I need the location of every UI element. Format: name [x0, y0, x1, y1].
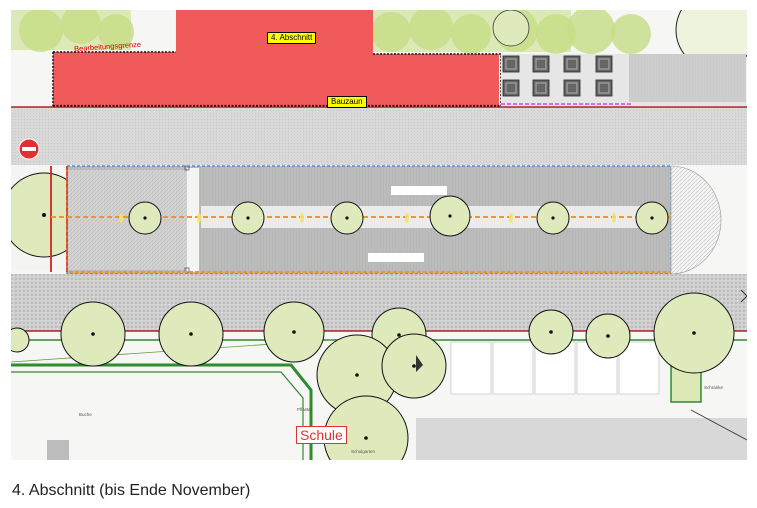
parking-stalls [450, 341, 660, 395]
beech-label: Buche [79, 412, 92, 417]
paving-label: Pflaster [297, 407, 313, 412]
school-label: Schule [296, 426, 347, 444]
school-garden-label: Schulgarten [351, 449, 376, 454]
no-entry-sign-icon [18, 138, 40, 160]
main-road [11, 107, 747, 165]
site-plan-map: 4. Abschnitt Bearbeitungsgrenze Bauzaun … [11, 10, 747, 460]
work-area-zone [53, 10, 499, 106]
fence-label: Bauzaun [327, 96, 367, 108]
drain-grate-icon [502, 55, 613, 97]
barrier-label: Schranke [704, 385, 724, 390]
section-label: 4. Abschnitt [267, 32, 317, 44]
map-caption: 4. Abschnitt (bis Ende November) [12, 482, 251, 499]
